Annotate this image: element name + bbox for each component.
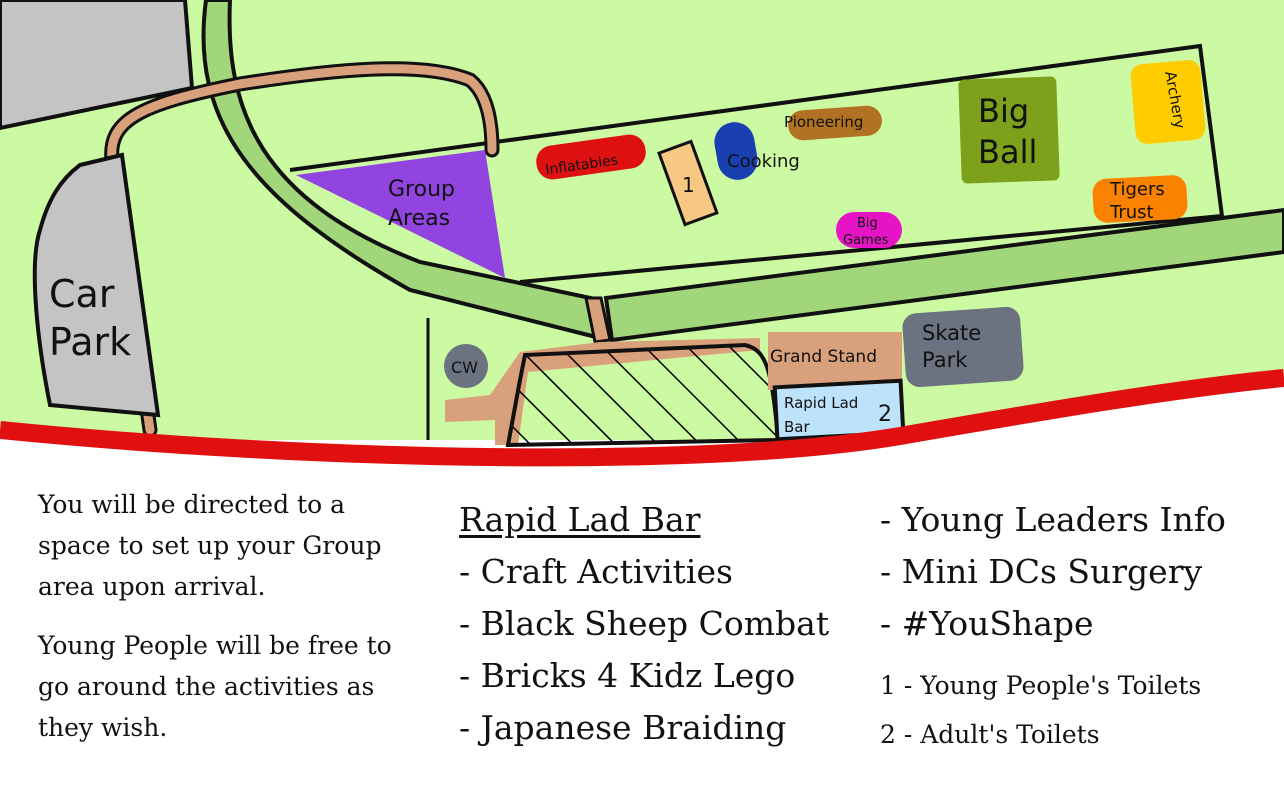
group-areas-label-2: Areas (388, 206, 450, 231)
rapid-lad-bar-label-2: Bar (784, 418, 810, 436)
toilet-1-block (657, 139, 719, 227)
cooking-label: Cooking (727, 151, 800, 172)
toilet-1-label: 1 (682, 173, 695, 197)
big-games-area (836, 212, 902, 248)
car-park (32, 152, 161, 418)
intro-text: You will be directed to a space to set u… (38, 484, 413, 766)
car-park-label-2: Park (49, 320, 131, 364)
big-games-label-1: Big (857, 216, 878, 231)
car-park-label-1: Car (49, 272, 115, 316)
grand-stand-label: Grand Stand (770, 347, 877, 367)
intro-paragraph-1: You will be directed to a space to set u… (38, 490, 382, 601)
big-ball-area (958, 76, 1060, 184)
list-item: - Mini DCs Surgery (880, 552, 1203, 591)
inflatables-area (536, 134, 646, 180)
info-list: - Young Leaders Info - Mini DCs Surgery … (880, 494, 1226, 650)
intro-paragraph-2: Young People will be free to go around t… (38, 631, 392, 742)
toilet-key-2: 2 - Adult's Toilets (880, 720, 1100, 749)
rapid-lad-bar-label-1: Rapid Lad (784, 394, 858, 412)
footpath-top-fill (107, 64, 497, 435)
toilets-key: 1 - Young People's Toilets 2 - Adult's T… (880, 661, 1201, 759)
archery-area (1130, 60, 1206, 144)
tigers-trust-label-2: Trust (1109, 202, 1154, 223)
skate-park-label-1: Skate (922, 321, 981, 345)
site-boundary (0, 369, 1284, 467)
cw-marker (444, 344, 488, 388)
toilet-key-1: 1 - Young People's Toilets (880, 671, 1202, 700)
big-ball-label-1: Big (978, 92, 1029, 130)
big-ball-label-2: Ball (978, 133, 1037, 171)
hatched-area (505, 342, 781, 448)
list-item: - Young Leaders Info (880, 500, 1226, 539)
pioneering-label: Pioneering (784, 113, 863, 131)
big-games-label-2: Games (843, 233, 889, 248)
cooking-area (714, 122, 758, 180)
group-areas-label-1: Group (388, 177, 455, 202)
white-ground (0, 378, 1284, 789)
straight-path (603, 207, 1284, 343)
toilet-2-label: 2 (878, 402, 892, 427)
tigers-trust-label-1: Tigers (1109, 179, 1165, 200)
list-item: - Bricks 4 Kidz Lego (459, 656, 796, 695)
pioneering-area (788, 105, 882, 141)
rapid-lad-bar-list: Rapid Lad Bar - Craft Activities - Black… (459, 494, 829, 754)
skate-park-label-2: Park (922, 348, 968, 372)
skate-park-area (902, 306, 1024, 388)
tigers-trust-area (1092, 175, 1188, 223)
list-item: - #YouShape (880, 604, 1094, 643)
list-item: - Japanese Braiding (459, 708, 787, 747)
list-item: - Black Sheep Combat (459, 604, 830, 643)
group-areas (296, 150, 505, 278)
activity-field (289, 43, 1225, 284)
cw-label: CW (451, 358, 478, 377)
rapid-lad-bar-heading: Rapid Lad Bar (459, 500, 701, 539)
footpath-grandstand (584, 296, 612, 344)
list-item: - Craft Activities (459, 552, 733, 591)
